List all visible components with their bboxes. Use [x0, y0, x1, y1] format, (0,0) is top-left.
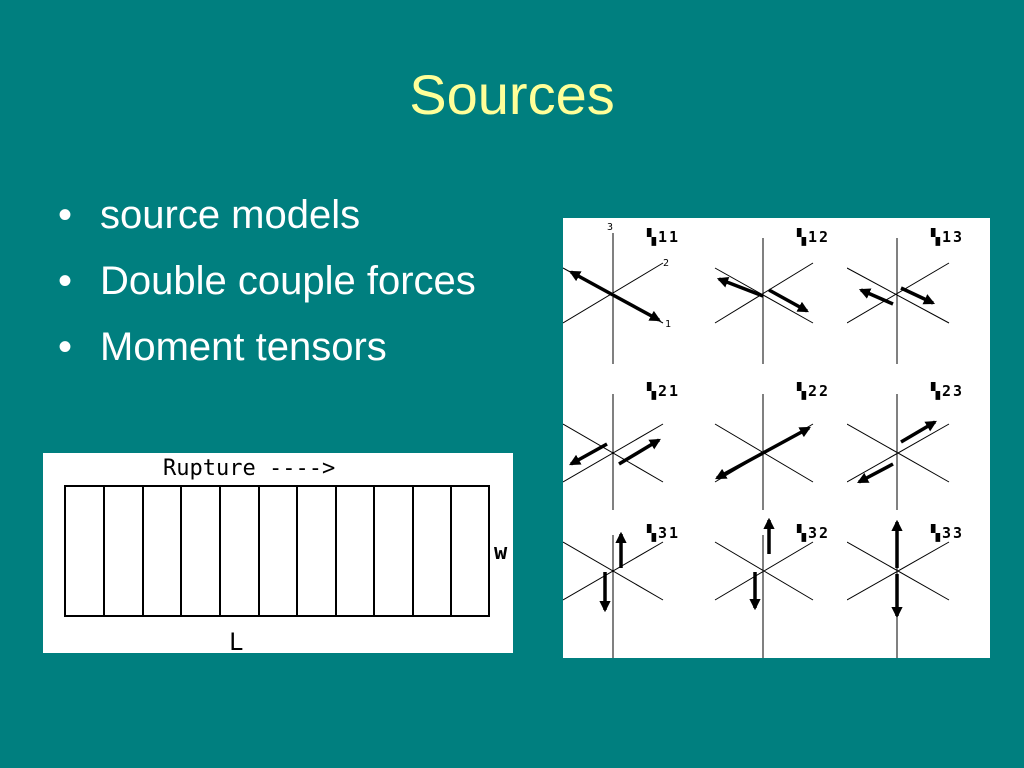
length-label: L	[229, 628, 243, 653]
component-label-m13: ▚13	[931, 228, 965, 246]
moment-icon: ▚	[797, 382, 809, 400]
tensor-cell-m32: ▚32	[705, 510, 847, 658]
bullet-text: source models	[100, 193, 361, 237]
moment-icon: ▚	[647, 382, 659, 400]
moment-icon: ▚	[931, 382, 943, 400]
tensor-cell-m11: ▚11	[563, 218, 705, 364]
moment-icon: ▚	[647, 228, 659, 246]
axis-2-label: 2	[663, 258, 670, 269]
tensor-cell-m13: ▚13	[847, 218, 989, 364]
moment-icon: ▚	[931, 524, 943, 542]
force-arrow	[900, 420, 937, 444]
component-label-m33: ▚33	[931, 524, 965, 542]
rupture-label: Rupture ---->	[163, 456, 335, 481]
rupture-svg: Rupture ----> w L	[64, 456, 508, 656]
bullet-list: • source models • Double couple forces • Mo…	[58, 188, 476, 386]
rupture-diagram: Rupture ----> w L	[43, 453, 513, 656]
fault-rectangle	[64, 485, 490, 617]
moment-icon: ▚	[797, 228, 809, 246]
bullet-dot-icon: •	[58, 259, 73, 303]
tensor-cell-m33: ▚33	[847, 510, 989, 658]
axis-3-label: 3	[607, 222, 614, 233]
force-arrow	[715, 451, 764, 480]
tensor-cell-m23: ▚23	[847, 364, 989, 510]
moment-icon: ▚	[931, 228, 943, 246]
bullet-dot-icon: •	[58, 193, 73, 237]
force-arrow	[569, 442, 608, 466]
force-arrow	[900, 286, 936, 305]
bullet-item: • source models	[58, 188, 476, 254]
moment-icon: ▚	[647, 524, 659, 542]
bullet-text: Moment tensors	[100, 325, 387, 369]
component-label-m12: ▚12	[797, 228, 831, 246]
axis-1-label: 1	[665, 319, 672, 330]
bullet-item: • Double couple forces	[58, 254, 476, 320]
moment-icon: ▚	[797, 524, 809, 542]
component-label-m31: ▚31	[647, 524, 681, 542]
force-arrow	[569, 270, 614, 297]
bullet-text: Double couple forces	[100, 259, 476, 303]
tensor-cell-m21: ▚21	[563, 364, 705, 510]
fault-grid	[64, 485, 490, 617]
tensor-cell-m31: ▚31	[563, 510, 705, 658]
slide-title: Sources	[409, 63, 615, 126]
tensor-cell-m22: ▚22	[705, 364, 847, 510]
force-arrow	[618, 438, 661, 466]
component-label-m22: ▚22	[797, 382, 831, 400]
force-arrow	[768, 288, 809, 313]
force-arrow	[857, 462, 894, 484]
force-arrow	[858, 288, 894, 306]
component-label-m23: ▚23	[931, 382, 965, 400]
component-label-m11: ▚11	[647, 228, 681, 246]
moment-tensor-diagram: 3 2 1 ▚11 ▚12 ▚13 ▚21	[563, 218, 990, 658]
bullet-dot-icon: •	[58, 325, 73, 369]
force-arrow	[716, 277, 764, 298]
width-label: w	[494, 540, 508, 565]
bullet-item: • Moment tensors	[58, 320, 476, 386]
component-label-m21: ▚21	[647, 382, 681, 400]
component-label-m32: ▚32	[797, 524, 831, 542]
force-arrow	[612, 293, 661, 322]
tensor-cell-m12: ▚12	[705, 218, 847, 364]
force-arrow	[762, 426, 811, 455]
